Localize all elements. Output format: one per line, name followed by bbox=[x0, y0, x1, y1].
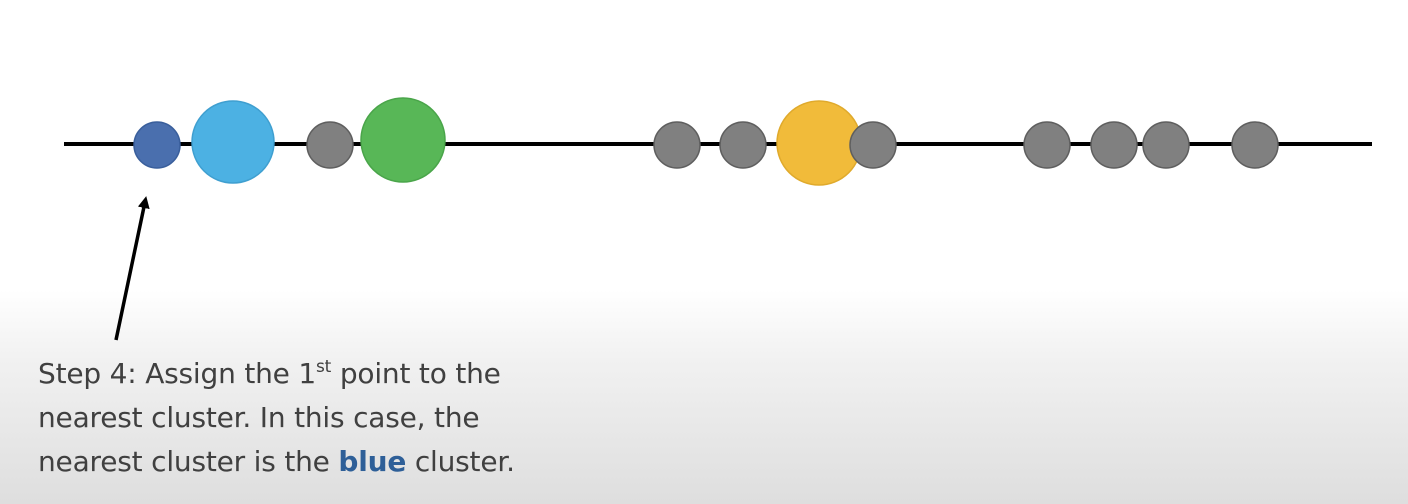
data-point bbox=[1023, 121, 1071, 169]
data-point bbox=[849, 121, 897, 169]
caption-text: cluster. bbox=[406, 445, 515, 478]
caption-line-1: Step 4: Assign the 1st point to the bbox=[38, 352, 658, 396]
caption-highlight-blue: blue bbox=[338, 445, 407, 478]
pointer-arrow bbox=[114, 196, 150, 341]
caption-text: point to the bbox=[331, 357, 501, 390]
data-point bbox=[719, 121, 767, 169]
caption-line-3: nearest cluster is the blue cluster. bbox=[38, 440, 658, 484]
data-point bbox=[1231, 121, 1279, 169]
cluster-blue bbox=[191, 100, 275, 184]
caption-text: Step 4: Assign the 1 bbox=[38, 357, 316, 390]
data-point bbox=[653, 121, 701, 169]
data-point bbox=[306, 121, 354, 169]
caption: Step 4: Assign the 1st point to the near… bbox=[38, 352, 658, 484]
caption-line-2: nearest cluster. In this case, the bbox=[38, 401, 480, 434]
caption-superscript: st bbox=[316, 357, 332, 377]
data-point bbox=[1142, 121, 1190, 169]
points-layer bbox=[133, 97, 1279, 186]
caption-text: nearest cluster is the bbox=[38, 445, 339, 478]
data-point bbox=[1090, 121, 1138, 169]
cluster-green bbox=[360, 97, 446, 183]
cluster-orange bbox=[776, 100, 862, 186]
current-point bbox=[133, 121, 181, 169]
